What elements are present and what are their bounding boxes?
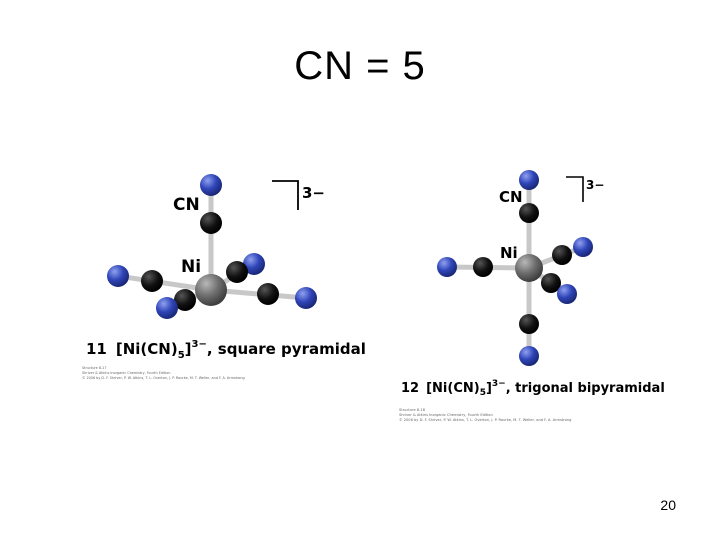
nitrogen-atom — [295, 287, 317, 309]
charge-label: 3− — [302, 184, 325, 202]
ni-label: Ni — [500, 244, 518, 262]
nitrogen-atom — [557, 284, 577, 304]
nickel-atom — [515, 254, 543, 282]
carbon-atom — [541, 273, 561, 293]
slide-title: CN = 5 — [294, 44, 426, 88]
charge-label: 3− — [586, 178, 604, 192]
nitrogen-atom — [519, 170, 539, 190]
carbon-atom — [226, 261, 248, 283]
right-credit-line-2: Shriver & Atkins Inorganic Chemistry, Fo… — [399, 413, 493, 417]
ni-label: Ni — [181, 257, 201, 277]
left-credit-line-1: Structure 8-17 — [82, 366, 107, 370]
cn-label: CN — [499, 188, 523, 206]
nitrogen-atom — [107, 265, 129, 287]
right-caption: 12[Ni(CN)5]3−, trigonal bipyramidal — [401, 379, 665, 398]
nitrogen-atom — [573, 237, 593, 257]
carbon-atom — [473, 257, 493, 277]
nickel-atom — [195, 274, 227, 306]
nitrogen-atom — [156, 297, 178, 319]
slide-number: 20 — [660, 497, 676, 513]
right-credit-line-1: Structure 8-18 — [399, 408, 426, 412]
nitrogen-atom — [243, 253, 265, 275]
left-credit-line-2: Shriver & Atkins Inorganic Chemistry, Fo… — [82, 371, 170, 375]
carbon-atom — [141, 270, 163, 292]
left-caption: 11[Ni(CN)5]3−, square pyramidal — [86, 339, 366, 361]
carbon-atom — [174, 289, 196, 311]
carbon-atom — [519, 314, 539, 334]
charge-bracket — [566, 176, 584, 202]
cn-label: CN — [173, 195, 200, 215]
nitrogen-atom — [437, 257, 457, 277]
right-credit-line-3: © 2006 by D. F. Shriver, P. W. Atkins, T… — [399, 418, 571, 422]
nitrogen-atom — [519, 346, 539, 366]
square-pyramidal-model — [107, 174, 317, 319]
carbon-atom — [519, 203, 539, 223]
left-credit-line-3: © 2006 by D. F. Shriver, P. W. Atkins, T… — [82, 376, 245, 380]
nitrogen-atom — [200, 174, 222, 196]
carbon-atom — [200, 212, 222, 234]
charge-bracket — [272, 180, 299, 210]
carbon-atom — [552, 245, 572, 265]
carbon-atom — [257, 283, 279, 305]
trigonal-bipyramidal-model — [437, 170, 593, 366]
